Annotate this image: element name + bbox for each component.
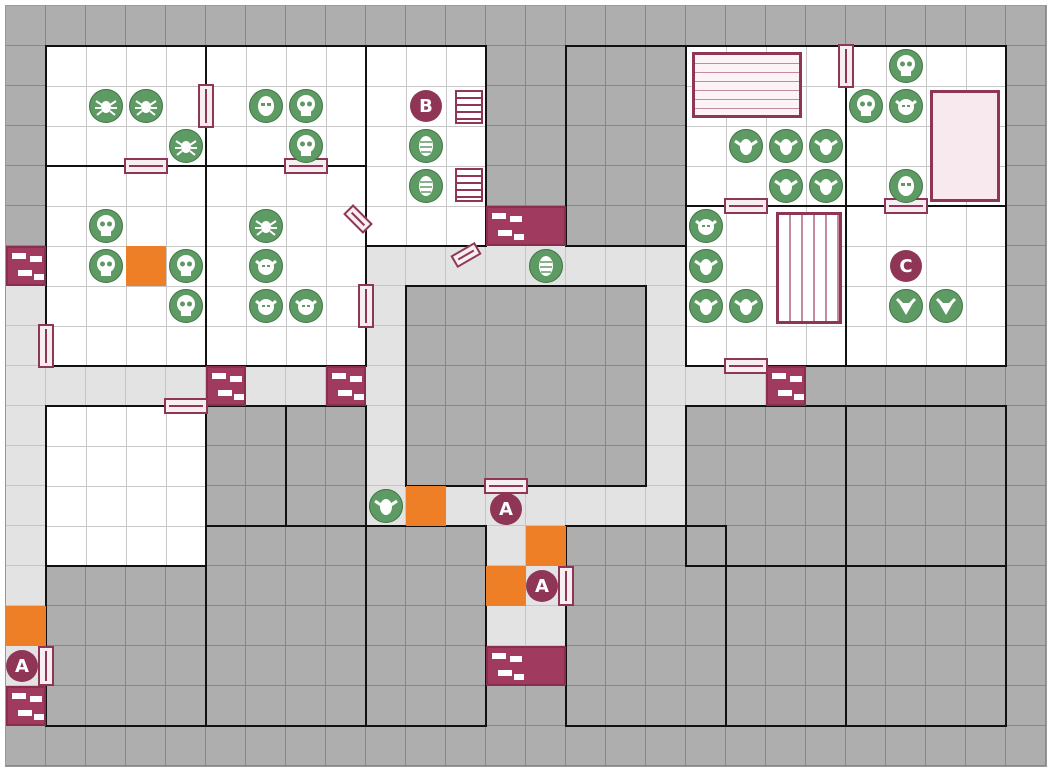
room	[845, 205, 1007, 367]
skull-icon[interactable]	[849, 89, 883, 123]
room-unexplored	[725, 565, 847, 727]
pit-trap-icon	[126, 246, 166, 286]
room-unexplored	[365, 525, 487, 727]
torture-rack-icon	[776, 212, 842, 324]
door-icon[interactable]	[38, 324, 54, 368]
blocked-square-icon	[486, 206, 566, 246]
letter-marker-a[interactable]: A	[6, 650, 38, 682]
blocked-square-icon	[486, 646, 566, 686]
door-icon[interactable]	[724, 358, 768, 374]
door-icon[interactable]	[358, 284, 374, 328]
spider-icon[interactable]	[89, 89, 123, 123]
spider-icon[interactable]	[249, 209, 283, 243]
goblin-icon[interactable]	[769, 129, 803, 163]
blocked-square-icon	[326, 366, 366, 406]
goblin-icon[interactable]	[729, 129, 763, 163]
zombie-icon[interactable]	[249, 89, 283, 123]
spear-trap-icon	[6, 606, 46, 646]
skull-icon[interactable]	[169, 249, 203, 283]
falling-block-icon	[406, 486, 446, 526]
skull-icon[interactable]	[289, 89, 323, 123]
room-unexplored	[845, 565, 1007, 727]
room-unexplored	[685, 405, 847, 567]
fimir-icon[interactable]	[889, 289, 923, 323]
goblin-icon[interactable]	[689, 249, 723, 283]
spear-trap-icon	[486, 566, 526, 606]
door-icon[interactable]	[124, 158, 168, 174]
skull-icon[interactable]	[889, 49, 923, 83]
skull-icon[interactable]	[89, 249, 123, 283]
goblin-icon[interactable]	[809, 129, 843, 163]
room	[205, 165, 367, 367]
door-icon[interactable]	[484, 478, 528, 494]
letter-marker-a[interactable]: A	[490, 493, 522, 525]
letter-marker-c[interactable]: C	[890, 250, 922, 282]
blocked-square-icon	[766, 366, 806, 406]
orc-icon[interactable]	[289, 289, 323, 323]
blocked-square-icon	[6, 686, 46, 726]
goblin-icon[interactable]	[369, 489, 403, 523]
room-unexplored	[845, 405, 1007, 567]
mummy-icon[interactable]	[529, 249, 563, 283]
letter-marker-a[interactable]: A	[526, 570, 558, 602]
bookcase-icon	[455, 168, 483, 202]
door-icon[interactable]	[198, 84, 214, 128]
goblin-icon[interactable]	[809, 169, 843, 203]
room-unexplored	[405, 285, 647, 487]
orc-icon[interactable]	[889, 89, 923, 123]
door-icon[interactable]	[38, 646, 54, 686]
bookcase-icon	[455, 90, 483, 124]
spider-icon[interactable]	[129, 89, 163, 123]
room-unexplored	[285, 405, 367, 527]
room-unexplored	[565, 45, 687, 247]
goblin-icon[interactable]	[769, 169, 803, 203]
room-unexplored	[45, 565, 207, 727]
blocked-square-icon	[206, 366, 246, 406]
fireplace-icon	[46, 406, 126, 486]
fimir-icon[interactable]	[929, 289, 963, 323]
goblin-icon[interactable]	[729, 289, 763, 323]
orc-icon[interactable]	[249, 289, 283, 323]
orc-icon[interactable]	[689, 209, 723, 243]
orc-icon[interactable]	[249, 249, 283, 283]
room-unexplored	[205, 525, 367, 727]
mummy-icon[interactable]	[409, 129, 443, 163]
skull-icon[interactable]	[289, 129, 323, 163]
spear-trap-icon	[526, 526, 566, 566]
goblin-icon[interactable]	[689, 289, 723, 323]
blocked-square-icon	[6, 246, 46, 286]
door-icon[interactable]	[724, 198, 768, 214]
door-icon[interactable]	[838, 44, 854, 88]
door-icon[interactable]	[558, 566, 574, 606]
spider-icon[interactable]	[169, 129, 203, 163]
door-icon[interactable]	[164, 398, 208, 414]
corridor	[366, 246, 686, 286]
tomb-icon	[930, 90, 1000, 202]
room	[205, 45, 367, 167]
letter-marker-b[interactable]: B	[410, 90, 442, 122]
skull-icon[interactable]	[89, 209, 123, 243]
zombie-icon[interactable]	[889, 169, 923, 203]
mummy-icon[interactable]	[409, 169, 443, 203]
table-icon	[692, 52, 802, 118]
skull-icon[interactable]	[169, 289, 203, 323]
room-unexplored	[205, 405, 287, 527]
